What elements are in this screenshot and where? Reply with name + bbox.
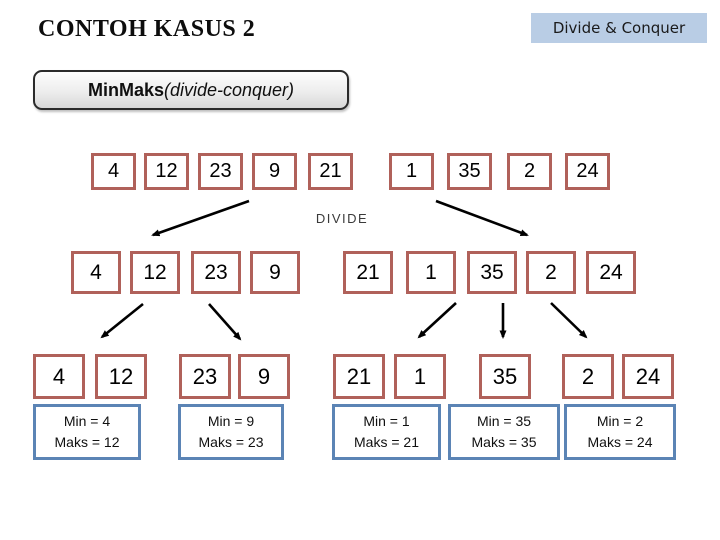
arrow-row2-pair2: [208, 303, 242, 341]
row2-box-12: 12: [130, 251, 180, 294]
row2-box-4: 4: [71, 251, 121, 294]
corner-tag: Divide & Conquer: [531, 13, 707, 43]
row1-box-12: 12: [144, 153, 189, 190]
row1-box-24: 24: [565, 153, 610, 190]
result-min: Min = 2: [596, 413, 644, 429]
result-maks: Maks = 12: [54, 434, 120, 450]
subtitle-bold: MinMaks: [87, 79, 164, 100]
arrow-row2-pair4: [550, 302, 588, 339]
result-min: Min = 1: [363, 413, 410, 429]
result-min: Min = 9: [207, 413, 255, 429]
row3-box-2: 2: [562, 354, 614, 399]
row1-box-23: 23: [198, 153, 243, 190]
row1-box-1: 1: [389, 153, 434, 190]
row1-box-2: 2: [507, 153, 552, 190]
row2-box-1: 1: [406, 251, 456, 294]
row3-box-35: 35: [479, 354, 531, 399]
row3-box-21: 21: [333, 354, 385, 399]
row1-box-9: 9: [252, 153, 297, 190]
row2-box-35: 35: [467, 251, 517, 294]
row3-box-24: 24: [622, 354, 674, 399]
row2-box-24: 24: [586, 251, 636, 294]
subtitle-pill: MinMaks (divide-conquer): [33, 70, 349, 110]
page-title: CONTOH KASUS 2: [38, 16, 256, 42]
result-min: Min = 4: [63, 413, 111, 429]
row2-box-2: 2: [526, 251, 576, 294]
result-maks: Maks = 24: [587, 434, 653, 450]
row3-box-4: 4: [33, 354, 85, 399]
row3-box-1: 1: [394, 354, 446, 399]
result-maks: Maks = 23: [198, 434, 264, 450]
row2-box-9: 9: [250, 251, 300, 294]
row2-box-23: 23: [191, 251, 241, 294]
row3-box-12: 12: [95, 354, 147, 399]
row1-box-35: 35: [447, 153, 492, 190]
result-box-2: Min = 9 Maks = 23: [178, 404, 284, 460]
arrow-row2-pair3: [417, 302, 457, 339]
subtitle-italic: (divide-conquer): [163, 79, 295, 100]
result-box-1: Min = 4 Maks = 12: [33, 404, 141, 460]
result-min: Min = 35: [476, 413, 532, 429]
divide-label: DIVIDE: [315, 211, 369, 226]
row3-box-23: 23: [179, 354, 231, 399]
result-box-4: Min = 35 Maks = 35: [448, 404, 560, 460]
arrow-row2-pair1: [100, 302, 144, 339]
arrow-row1-right: [435, 199, 529, 237]
result-box-5: Min = 2 Maks = 24: [564, 404, 676, 460]
result-maks: Maks = 35: [471, 434, 537, 450]
result-maks: Maks = 21: [354, 434, 419, 450]
row1-box-21: 21: [308, 153, 353, 190]
result-box-3: Min = 1 Maks = 21: [332, 404, 441, 460]
row2-box-21: 21: [343, 251, 393, 294]
row1-box-4: 4: [91, 153, 136, 190]
row3-box-9: 9: [238, 354, 290, 399]
arrow-row1-left: [151, 199, 250, 237]
